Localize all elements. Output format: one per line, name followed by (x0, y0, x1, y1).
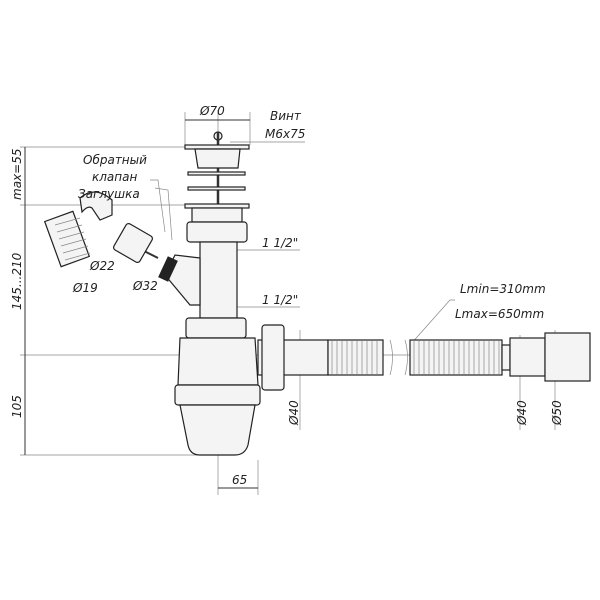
label-thread-top: 1 1/2" (262, 236, 298, 250)
label-screw: Винт (270, 109, 302, 123)
label-d40-outlet: Ø40 (287, 400, 301, 426)
dim-105: 105 (10, 395, 24, 418)
drain-strainer (184, 131, 250, 319)
dim-range: 145...210 (10, 252, 24, 310)
label-check-valve-1: Обратный (83, 153, 147, 167)
overflow-branch (43, 191, 201, 306)
label-check-valve-2: клапан (92, 170, 137, 184)
annotations: Ø70 Винт M6x75 Обратный клапан Заглушка … (10, 104, 564, 487)
label-d19: Ø19 (72, 281, 98, 295)
label-d70: Ø70 (199, 104, 225, 118)
label-d50-end: Ø50 (550, 400, 564, 426)
outlet-pipe (257, 324, 591, 391)
label-lmax: Lmax=650mm (455, 307, 544, 321)
dim-65: 65 (232, 473, 247, 487)
label-d32: Ø32 (132, 279, 158, 293)
label-lmin: Lmin=310mm (460, 282, 546, 296)
dim-max55: max=55 (10, 149, 24, 200)
label-thread-bottom: 1 1/2" (262, 293, 298, 307)
label-d40-end: Ø40 (515, 400, 529, 426)
bottle-trap (174, 317, 261, 456)
label-screw-size: M6x75 (265, 127, 305, 141)
label-plug: Заглушка (78, 187, 140, 201)
label-d22: Ø22 (89, 259, 115, 273)
